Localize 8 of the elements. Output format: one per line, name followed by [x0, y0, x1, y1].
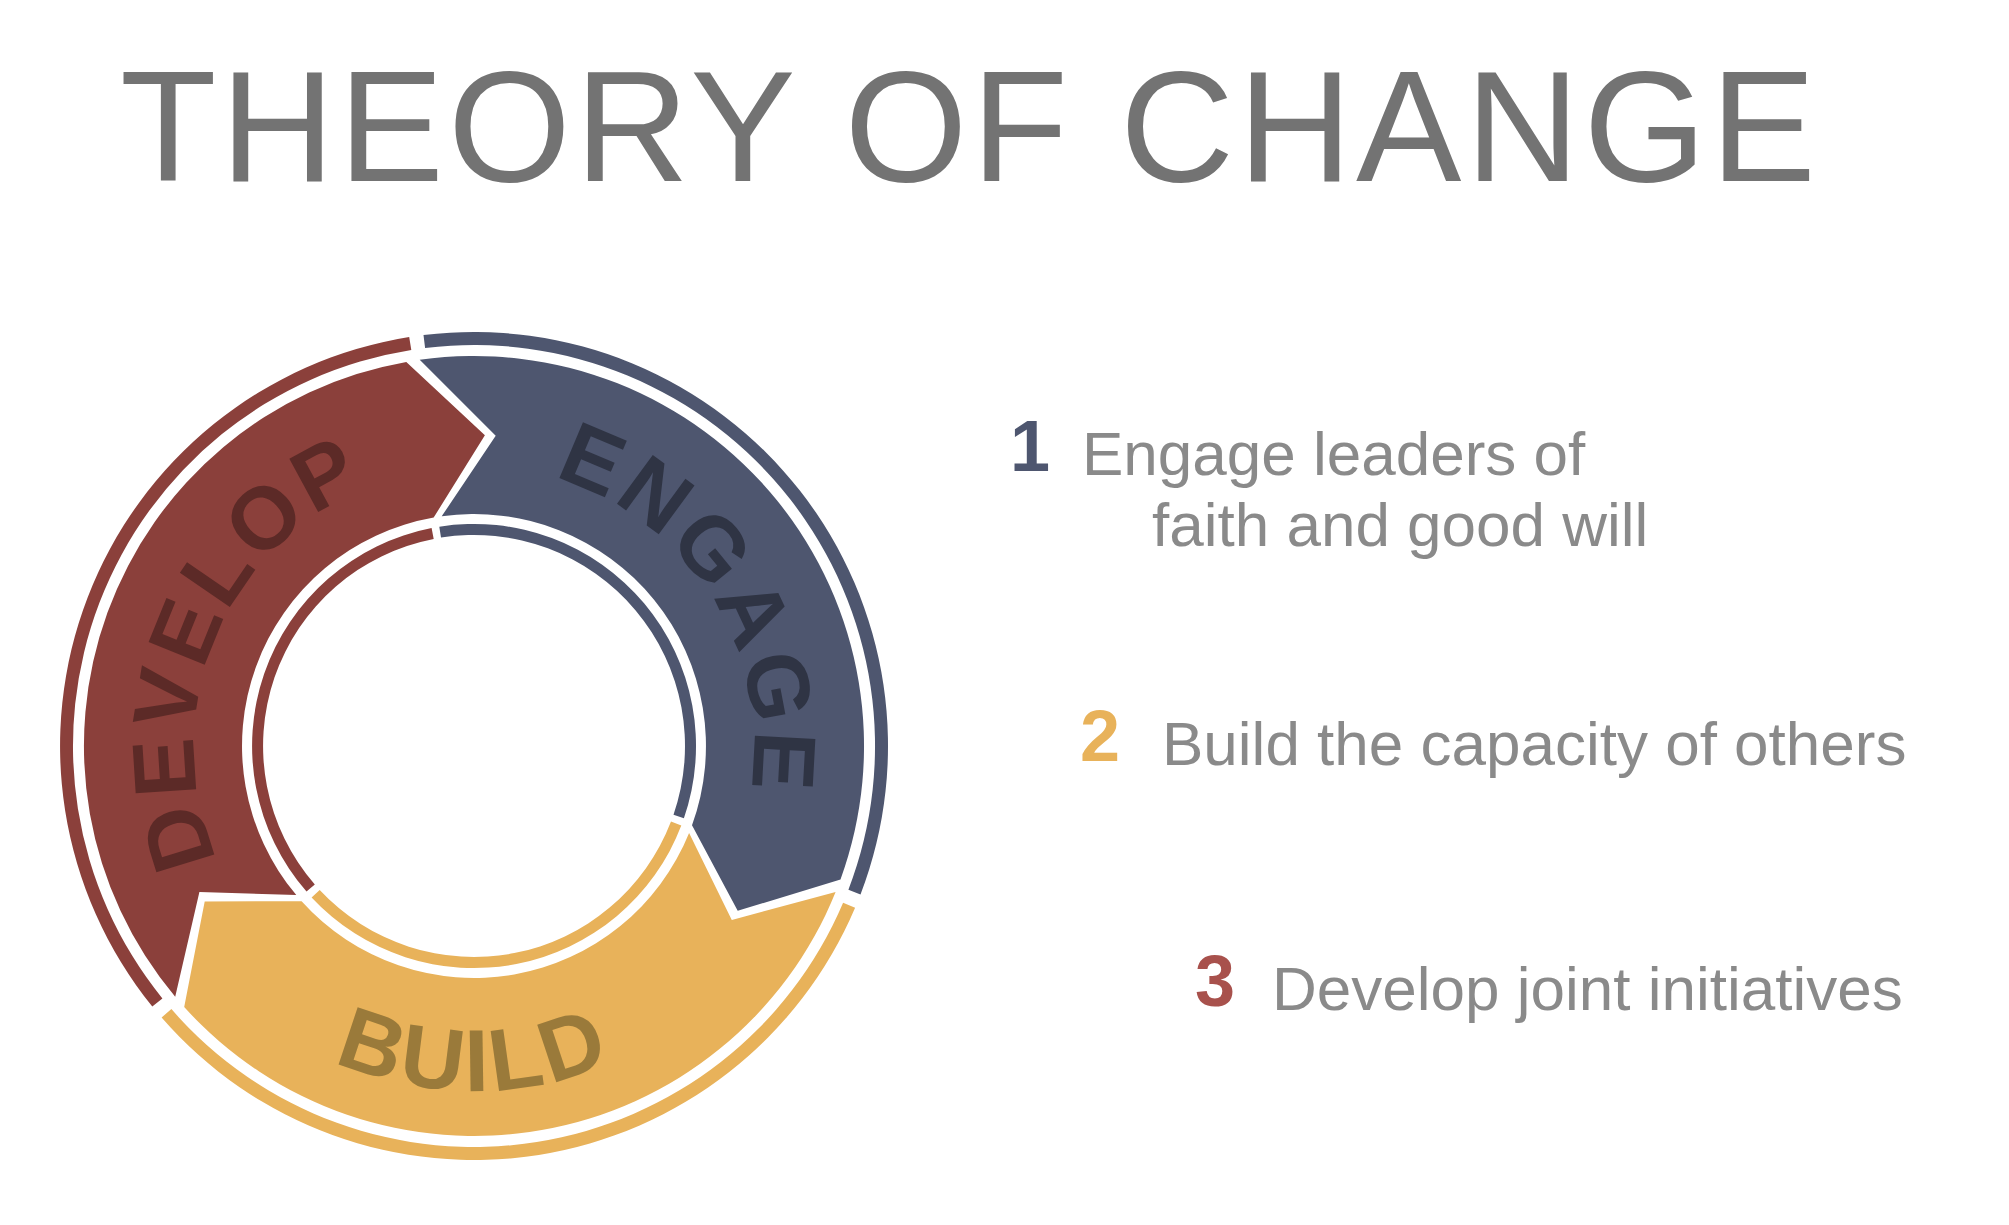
step-number: 1 [1010, 410, 1051, 482]
segment-label: BUILD [327, 986, 621, 1112]
step-description: Engage leaders of faith and good will [1082, 418, 1650, 561]
title: THEORY OF CHANGE [120, 40, 1820, 214]
step-description: Develop joint initiatives [1272, 953, 1903, 1025]
step-number: 2 [1080, 700, 1121, 772]
step-number: 3 [1195, 945, 1236, 1017]
step-description: Build the capacity of others [1162, 708, 1907, 780]
